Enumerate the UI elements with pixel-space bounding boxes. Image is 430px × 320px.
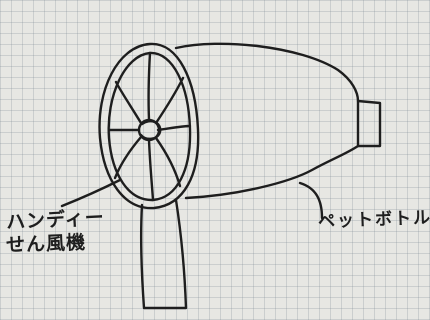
label-pet-bottle: ペットボトル xyxy=(317,208,430,232)
bottle-neck xyxy=(356,99,382,148)
bottle-pointer-line xyxy=(298,181,324,220)
fan-spoke xyxy=(113,135,143,180)
label-handy-fan-line2: せん風機 xyxy=(5,231,87,257)
fan-spoke xyxy=(156,124,192,132)
fan-spoke xyxy=(147,138,155,202)
fan-spoke xyxy=(147,51,152,122)
fan-handle xyxy=(139,198,188,310)
fan-spoke xyxy=(154,76,185,125)
fan-hub-cap xyxy=(139,120,162,140)
fan-pointer-line xyxy=(60,178,122,208)
bottle-body xyxy=(174,42,360,200)
fan-spoke xyxy=(154,136,182,188)
fan-spoke xyxy=(114,80,143,125)
fan-guard-rim xyxy=(98,42,200,210)
